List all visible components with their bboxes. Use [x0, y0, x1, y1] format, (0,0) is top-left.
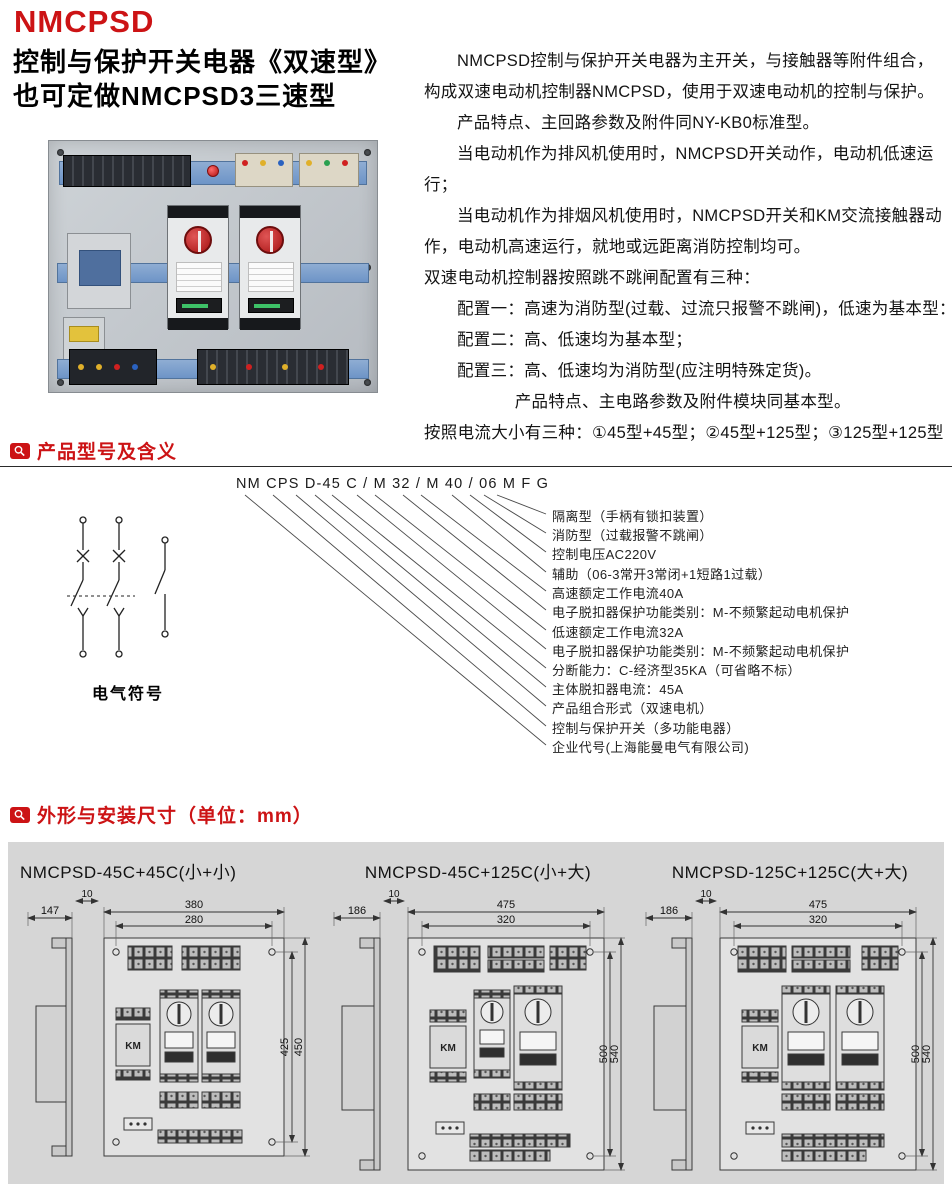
outline-drawing-125-125: KM 475 320 186 10 500 540	[645, 889, 937, 1171]
outline-drawing-45-125: KM 475 320 186 10 500 540	[333, 889, 625, 1171]
drawing-title: NMCPSD-45C+125C(小+大)	[364, 863, 592, 882]
screw-icon	[57, 379, 64, 386]
model-meaning-diagram: NM CPS D-45 C / M 32 / M 40 / 06 M F G 隔…	[0, 468, 952, 800]
section-title: 产品型号及含义	[37, 442, 178, 463]
product-photo	[48, 140, 378, 393]
section-header-model: 产品型号及含义	[10, 437, 177, 464]
dimension-lines: 475 320 186 10 500 540	[333, 889, 625, 1171]
svg-text:10: 10	[700, 889, 712, 900]
intro-paragraph: 产品特点、主回路参数及附件同NY-KB0标准型。	[457, 114, 820, 132]
intro-paragraph: NMCPSD控制与保护开关电器为主开关，与接触器等附件组合，构成双速电动机控制器…	[424, 52, 935, 101]
intro-text: NMCPSD控制与保护开关电器为主开关，与接触器等附件组合，构成双速电动机控制器…	[424, 46, 952, 449]
section-header-dimensions: 外形与安装尺寸（单位：mm）	[10, 801, 313, 828]
intro-paragraph: 配置三：高、低速均为消防型(应注明特殊定货)。	[457, 362, 822, 380]
svg-text:KM: KM	[440, 1043, 456, 1054]
callout-label: 企业代号(上海能曼电气有限公司)	[552, 740, 750, 755]
dimension-lines: 475 320 186 10 500 540	[645, 889, 937, 1171]
intro-paragraph: 配置一：高速为消防型(过载、过流只报警不跳闸)，低速为基本型：	[457, 300, 952, 318]
svg-text:450: 450	[293, 1038, 305, 1056]
cps-device-1	[167, 205, 229, 330]
cps-device-2	[239, 205, 301, 330]
rotary-knob-icon	[256, 226, 284, 254]
screw-icon	[364, 149, 371, 156]
side-profile	[341, 937, 381, 1171]
callout-label: 主体脱扣器电流：45A	[552, 682, 684, 697]
callout-label: 电子脱扣器保护功能类别：M-不频繁起动电机保护	[552, 605, 850, 620]
terminal-block-bottom-left	[69, 349, 157, 385]
intro-paragraph: 按照电流大小有三种：①45型+45型；②45型+125型；③125型+125型	[424, 424, 944, 442]
front-view: KM	[103, 937, 285, 1157]
magnifier-icon	[10, 442, 30, 459]
svg-text:425: 425	[279, 1038, 291, 1056]
terminal-block-top-2	[299, 153, 359, 187]
svg-text:280: 280	[185, 914, 203, 926]
drawing-title: NMCPSD-125C+125C(大+大)	[671, 863, 909, 882]
svg-text:10: 10	[81, 889, 93, 900]
svg-text:186: 186	[660, 905, 678, 917]
svg-text:540: 540	[921, 1045, 933, 1063]
callout-label: 低速额定工作电流32A	[552, 625, 684, 640]
page-subtitle-line1: 控制与保护开关电器《双速型》	[13, 47, 392, 77]
screw-icon	[57, 149, 64, 156]
svg-text:320: 320	[809, 914, 827, 926]
intro-paragraph: 双速电动机控制器按照跳不跳闸配置有三种：	[424, 269, 760, 287]
electrical-symbol-label: 电气符号	[92, 686, 165, 703]
intro-paragraph: 当电动机作为排烟风机使用时，NMCPSD开关和KM交流接触器动作，电动机高速运行…	[424, 207, 943, 256]
dimension-lines: 380 280 147 10 425 450	[27, 889, 310, 1157]
callout-label: 辅助（06-3常开3常闭+1短路1过载）	[552, 567, 772, 582]
section-title: 外形与安装尺寸（单位：mm）	[37, 806, 313, 827]
svg-text:540: 540	[609, 1045, 621, 1063]
terminal-block-top-1	[235, 153, 293, 187]
page-subtitle-line2: 也可定做NMCPSD3三速型	[13, 81, 337, 111]
svg-text:KM: KM	[752, 1043, 768, 1054]
svg-text:475: 475	[497, 899, 515, 911]
pilot-light	[207, 165, 219, 177]
outline-drawing-45-45: KM 380 280 147 10 425 450	[27, 889, 310, 1157]
rotary-knob-icon	[184, 226, 212, 254]
intro-paragraph: 配置二：高、低速均为基本型；	[457, 331, 693, 349]
callout-lines	[244, 494, 547, 746]
svg-text:380: 380	[185, 899, 203, 911]
callout-label: 隔离型（手柄有锁扣装置）	[552, 509, 713, 524]
front-view: KM	[719, 937, 917, 1171]
drawing-title: NMCPSD-45C+45C(小+小)	[20, 863, 237, 882]
callout-label: 控制与保护开关（多功能电器）	[552, 721, 740, 736]
svg-text:475: 475	[809, 899, 827, 911]
terminal-block-bottom-right	[197, 349, 349, 385]
svg-text:320: 320	[497, 914, 515, 926]
contactor	[67, 233, 131, 309]
svg-text:KM: KM	[125, 1041, 141, 1052]
callout-label: 产品组合形式（双速电机）	[552, 701, 713, 716]
intro-paragraph: 产品特点、主电路参数及附件模块同基本型。	[514, 393, 851, 411]
callout-label: 消防型（过载报警不跳闸）	[552, 528, 713, 543]
divider	[0, 466, 952, 467]
svg-text:10: 10	[388, 889, 400, 900]
model-code: NM CPS D-45 C / M 32 / M 40 / 06 M F G	[236, 476, 550, 492]
callout-label: 电子脱扣器保护功能类别：M-不频繁起动电机保护	[552, 644, 850, 659]
callout-label: 分断能力：C-经济型35KA（可省略不标）	[552, 663, 801, 678]
callout-label: 控制电压AC220V	[552, 547, 657, 562]
screw-icon	[364, 379, 371, 386]
electrical-symbol	[67, 516, 169, 658]
callout-label: 高速额定工作电流40A	[552, 586, 684, 601]
magnifier-icon	[10, 806, 30, 823]
page-title: NMCPSD	[14, 4, 155, 39]
svg-text:500: 500	[910, 1045, 922, 1063]
front-view: KM	[407, 937, 605, 1171]
intro-paragraph: 当电动机作为排风机使用时，NMCPSD开关动作，电动机低速运行；	[424, 145, 934, 194]
svg-text:186: 186	[348, 905, 366, 917]
svg-text:500: 500	[598, 1045, 610, 1063]
side-profile	[35, 937, 73, 1157]
side-profile	[653, 937, 693, 1171]
svg-text:147: 147	[41, 905, 59, 917]
terminal-strip-top-left	[63, 155, 191, 187]
dimension-drawings-panel: NMCPSD-45C+45C(小+小) NMCPSD-45C+125C(小+大)…	[8, 842, 944, 1184]
